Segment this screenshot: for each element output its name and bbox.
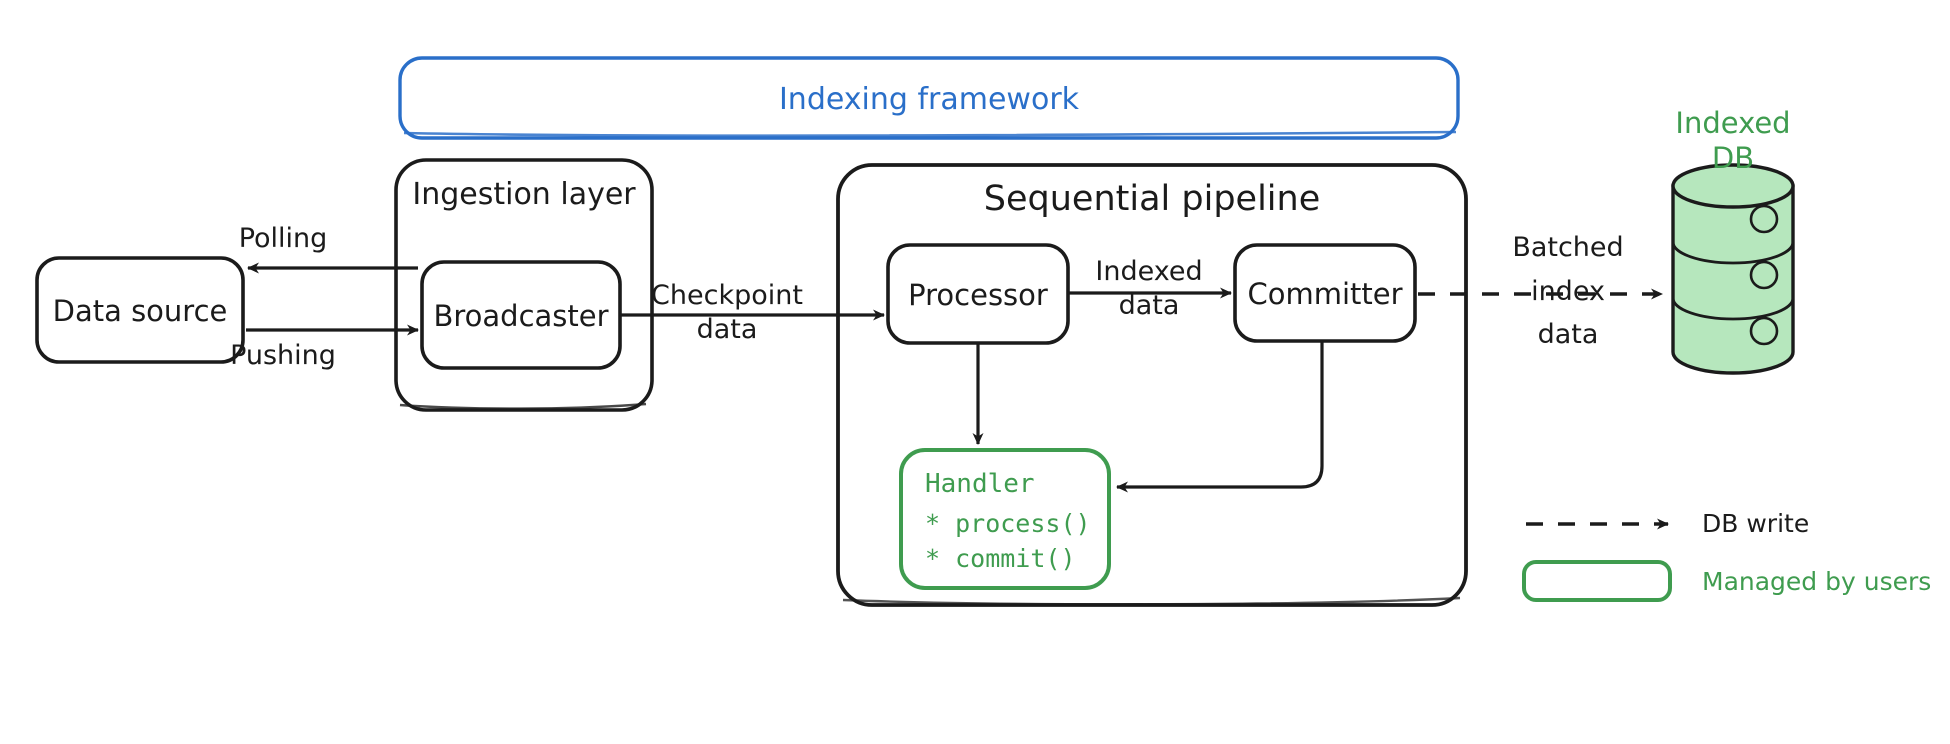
legend-label-managed-by-users: Managed by users <box>1702 567 1932 596</box>
framework-banner-shape <box>398 56 1460 140</box>
handler-method-process: * process() <box>925 509 1091 538</box>
group-label-sequential-pipeline: Sequential pipeline <box>983 179 1321 219</box>
handler-title: Handler <box>925 469 1035 499</box>
indexed-db-cylinder <box>1671 163 1795 375</box>
legend-label-db-write: DB write <box>1702 509 1810 538</box>
legend-green-box-icon <box>1522 560 1672 602</box>
handler-method-commit: * commit() <box>925 544 1076 573</box>
indexed-db-label-line1: Indexed <box>1675 106 1791 140</box>
ingestion-layer-shape <box>394 158 654 412</box>
indexed-db-label-line2: DB <box>1711 141 1755 175</box>
edge-label-batched-index-line3: data <box>1537 319 1599 350</box>
node-label-committer: Committer <box>1247 277 1403 311</box>
edge-committer-to-handler-arrow <box>1116 341 1324 493</box>
committer-shape <box>1233 243 1417 343</box>
group-label-ingestion-layer: Ingestion layer <box>412 177 636 212</box>
node-label-processor: Processor <box>908 278 1048 312</box>
handler-shape <box>899 448 1111 590</box>
node-label-broadcaster: Broadcaster <box>433 299 609 333</box>
edge-label-polling: Polling <box>238 223 328 254</box>
edge-label-indexed-data-line2: data <box>1118 290 1180 321</box>
framework-banner-label: Indexing framework <box>778 82 1080 117</box>
edge-label-batched-index-line1: Batched <box>1512 232 1624 263</box>
node-label-data-source: Data source <box>52 294 228 328</box>
edge-label-batched-index-line2: index <box>1531 276 1605 307</box>
sequential-pipeline-shape <box>836 163 1468 607</box>
edge-label-checkpoint-line2: data <box>696 314 758 345</box>
edge-label-indexed-data-line1: Indexed <box>1095 256 1203 287</box>
data-source-shape <box>35 256 245 364</box>
edge-label-pushing: Pushing <box>230 340 336 371</box>
edge-label-checkpoint-line1: Checkpoint <box>651 280 803 311</box>
